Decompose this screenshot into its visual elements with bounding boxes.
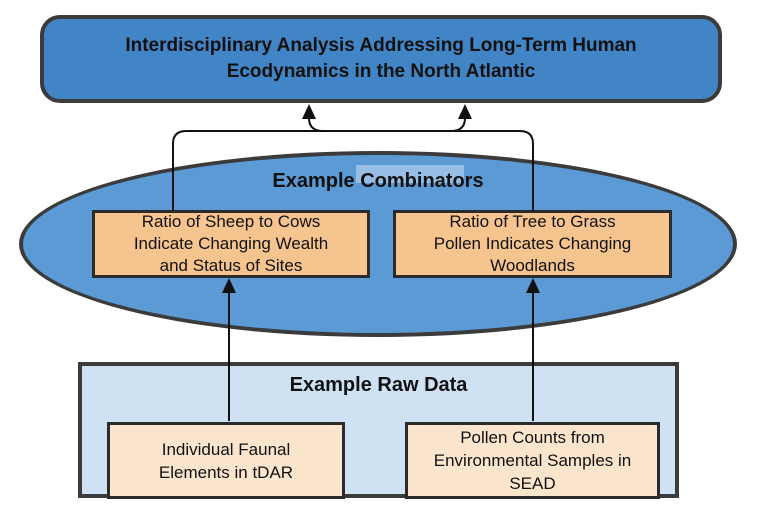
combinators-section-label: Example Combinators xyxy=(272,170,484,192)
raw-pollen-line-3: SEAD xyxy=(509,474,556,493)
combinator-sheep-line-3: and Status of Sites xyxy=(159,256,303,275)
raw-box-faunal-tdar: Individual Faunal Elements in tDAR xyxy=(107,422,345,499)
raw-data-section-label: Example Raw Data xyxy=(289,374,468,396)
combinator-box-tree-grass: Ratio of Tree to Grass Pollen Indicates … xyxy=(393,210,672,278)
top-goal-title-line-2: Ecodynamics in the North Atlantic xyxy=(226,61,536,82)
combinator-pollen-line-3: Woodlands xyxy=(490,256,575,275)
combinator-box-sheep-cows: Ratio of Sheep to Cows Indicate Changing… xyxy=(92,210,370,278)
combinator-pollen-line-2: Pollen Indicates Changing xyxy=(433,234,632,253)
raw-box-pollen-sead: Pollen Counts from Environmental Samples… xyxy=(405,422,660,499)
combinator-pollen-line-1: Ratio of Tree to Grass xyxy=(449,212,616,231)
up-arrowhead-left xyxy=(302,104,316,119)
top-goal-title-line-1: Interdisciplinary Analysis Addressing Lo… xyxy=(125,35,637,56)
raw-pollen-line-2: Environmental Samples in xyxy=(433,451,632,470)
combinator-sheep-line-1: Ratio of Sheep to Cows xyxy=(141,212,321,231)
raw-pollen-line-1: Pollen Counts from xyxy=(460,428,605,447)
combinator-sheep-line-2: Indicate Changing Wealth xyxy=(133,234,329,253)
top-goal-box: Interdisciplinary Analysis Addressing Lo… xyxy=(40,15,722,103)
up-arrowhead-right xyxy=(458,104,472,119)
raw-faunal-line-1: Individual Faunal xyxy=(161,439,291,459)
raw-faunal-line-2: Elements in tDAR xyxy=(158,462,294,482)
